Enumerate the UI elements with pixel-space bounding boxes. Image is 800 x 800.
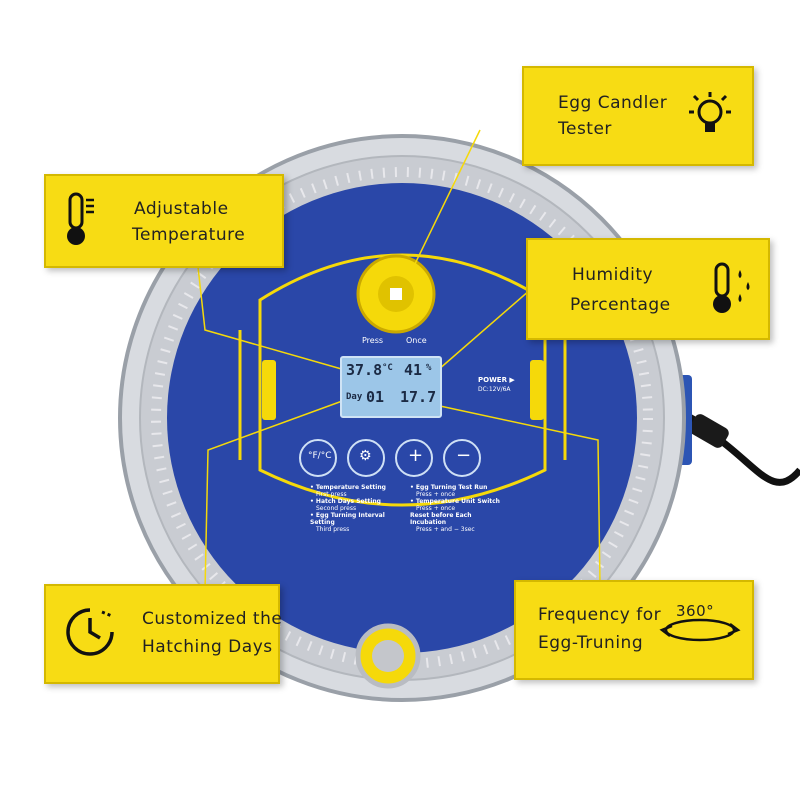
minus-button[interactable]: − — [456, 445, 472, 466]
settings-button[interactable]: ⚙ — [359, 448, 372, 464]
plus-button[interactable]: + — [408, 445, 424, 466]
callout-egg-candler-line1: Egg Candler — [558, 93, 668, 113]
lcd-humidity-unit: % — [426, 363, 432, 373]
clock-icon — [66, 608, 114, 656]
callout-turning-line2: Egg-Truning — [538, 633, 644, 653]
lcd-display: 37.8 °C 41 % Day 01 17.7 — [340, 356, 442, 418]
callout-turning-badge: 360° — [676, 602, 715, 620]
callout-hatching-line1: Customized the — [142, 609, 283, 629]
lcd-humidity: 41 — [404, 361, 423, 379]
instruction-sub: Press + once — [416, 505, 456, 512]
candler-caption-2: Once — [406, 336, 427, 345]
candler-caption: Press — [362, 336, 384, 345]
thermometer-icon — [67, 192, 94, 245]
callout-egg-candler: Egg Candler Tester — [522, 66, 754, 166]
callout-temperature: Adjustable Temperature — [44, 174, 284, 268]
callout-temperature-line2: Temperature — [132, 225, 246, 245]
callout-hatching-line2: Hatching Days — [142, 637, 273, 657]
instruction-sub: First press — [316, 491, 347, 498]
humidity-thermometer-icon — [713, 262, 750, 313]
power-spec: DC:12V/6A — [478, 386, 511, 393]
callout-humidity-line2: Percentage — [570, 295, 671, 315]
instruction-sub: Third press — [316, 526, 350, 533]
power-label: POWER ▶ — [478, 376, 515, 384]
instruction-sub: Press + and − 3sec — [416, 526, 475, 533]
instruction-sub: Second press — [316, 505, 357, 512]
callout-turning-line1: Frequency for — [538, 605, 662, 625]
rotate-360-icon — [659, 618, 741, 642]
instruction-title: • Temperature Unit Switch — [410, 498, 500, 505]
instruction-title: Reset before Each Incubation — [410, 512, 472, 526]
instruction-sub: Press + once — [416, 491, 456, 498]
callout-egg-turning: Frequency for Egg-Truning 360° — [514, 580, 754, 680]
callout-hatching-days: Customized the Hatching Days — [44, 584, 283, 684]
instructions-right: • Egg Turning Test Run Press + once • Te… — [410, 484, 500, 533]
lcd-day-label: Day — [346, 392, 363, 402]
callout-egg-candler-line2: Tester — [558, 119, 612, 139]
instruction-title: • Egg Turning Interval Setting — [310, 512, 385, 526]
lightbulb-icon — [689, 92, 731, 132]
unit-switch-button[interactable]: °F/°C — [308, 451, 332, 461]
instruction-title: • Egg Turning Test Run — [410, 484, 488, 491]
instruction-title: • Temperature Setting — [310, 484, 386, 491]
callout-humidity: Humidity Percentage — [526, 238, 770, 340]
callout-temperature-line1: Adjustable — [134, 199, 229, 219]
instruction-title: • Hatch Days Setting — [310, 498, 381, 505]
lcd-temperature: 37.8 — [346, 361, 383, 379]
callout-humidity-line1: Humidity — [572, 265, 654, 285]
instructions-left: • Temperature Setting First press • Hatc… — [310, 484, 410, 533]
lcd-temp-unit: °C — [382, 363, 393, 373]
lcd-day: 01 — [366, 388, 385, 406]
lcd-turn: 17.7 — [400, 388, 437, 406]
